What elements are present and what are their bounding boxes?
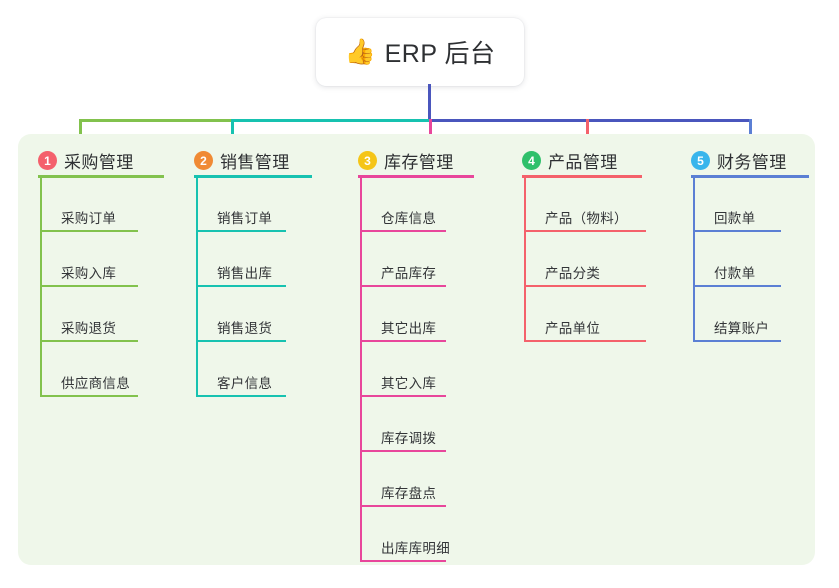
branch-spine bbox=[360, 177, 362, 560]
branch-leaf-label: 产品分类 bbox=[545, 266, 601, 281]
branch-leaf[interactable]: 其它出库 bbox=[358, 314, 484, 342]
branch-leaf-rule bbox=[40, 340, 138, 342]
branch-index-badge: 5 bbox=[691, 151, 710, 170]
drop-connector-4 bbox=[586, 119, 589, 148]
branch-title: 销售管理 bbox=[220, 153, 290, 172]
branch-leaf-label: 销售退货 bbox=[217, 321, 273, 336]
branch-leaf-rule bbox=[360, 340, 446, 342]
branch-heading-2[interactable]: 2 销售管理 bbox=[194, 148, 290, 173]
branch-leaf-label: 采购入库 bbox=[61, 266, 117, 281]
branch-leaf-rule bbox=[196, 285, 286, 287]
branch-title: 财务管理 bbox=[717, 153, 787, 172]
branch-leaf[interactable]: 付款单 bbox=[691, 259, 819, 287]
branch-leaf-label: 其它出库 bbox=[381, 321, 437, 336]
branch-leaf-label: 结算账户 bbox=[714, 321, 770, 336]
branch-index-badge: 1 bbox=[38, 151, 57, 170]
branch-leaf-label: 库存调拨 bbox=[381, 431, 437, 446]
branch-leaf-label: 销售出库 bbox=[217, 266, 273, 281]
branch-leaf-label: 销售订单 bbox=[217, 211, 273, 226]
branch-leaf[interactable]: 销售订单 bbox=[194, 204, 324, 232]
drop-connector-2 bbox=[231, 119, 234, 148]
branch-leaf-rule bbox=[360, 230, 446, 232]
branch-leaf-rule bbox=[40, 285, 138, 287]
branch-leaf-rule bbox=[360, 505, 446, 507]
branch-leaf-label: 采购退货 bbox=[61, 321, 117, 336]
branch-leaf-label: 供应商信息 bbox=[61, 376, 130, 391]
branch-underline bbox=[38, 175, 164, 178]
branch-leaf[interactable]: 采购退货 bbox=[38, 314, 176, 342]
branch-underline bbox=[691, 175, 809, 178]
branch-spine bbox=[524, 177, 526, 340]
root-stem-connector bbox=[428, 84, 431, 122]
branch-leaf-rule bbox=[524, 285, 646, 287]
branch-leaf-rule bbox=[693, 340, 781, 342]
branch-leaf[interactable]: 结算账户 bbox=[691, 314, 819, 342]
branch-leaf-label: 采购订单 bbox=[61, 211, 117, 226]
drop-connector-5 bbox=[749, 119, 752, 148]
branch-leaf-rule bbox=[524, 230, 646, 232]
branch-spine bbox=[693, 177, 695, 340]
branch-index-badge: 4 bbox=[522, 151, 541, 170]
branch-leaf-label: 产品（物料） bbox=[545, 211, 628, 226]
branch-leaf-rule bbox=[196, 395, 286, 397]
bus-segment-3 bbox=[429, 119, 751, 122]
branch-leaf[interactable]: 产品单位 bbox=[522, 314, 684, 342]
branch-underline bbox=[194, 175, 312, 178]
branch-leaf[interactable]: 其它入库 bbox=[358, 369, 484, 397]
bus-segment-1 bbox=[79, 119, 233, 122]
branch-leaf[interactable]: 供应商信息 bbox=[38, 369, 176, 397]
branch-index-badge: 3 bbox=[358, 151, 377, 170]
branch-heading-5[interactable]: 5 财务管理 bbox=[691, 148, 787, 173]
branch-leaf-label: 出库库明细 bbox=[381, 541, 450, 556]
branch-heading-1[interactable]: 1 采购管理 bbox=[38, 148, 134, 173]
drop-connector-3 bbox=[429, 119, 432, 148]
branch-leaf[interactable]: 客户信息 bbox=[194, 369, 324, 397]
branch-title: 库存管理 bbox=[384, 153, 454, 172]
branch-leaf[interactable]: 采购入库 bbox=[38, 259, 176, 287]
branch-index-badge: 2 bbox=[194, 151, 213, 170]
branch-leaf[interactable]: 销售退货 bbox=[194, 314, 324, 342]
thumbs-up-icon: 👍 bbox=[344, 37, 376, 66]
branch-leaf-label: 产品单位 bbox=[545, 321, 601, 336]
branch-leaf[interactable]: 出库库明细 bbox=[358, 534, 484, 562]
branch-leaf-rule bbox=[524, 340, 646, 342]
branch-leaf-rule bbox=[693, 285, 781, 287]
branch-leaf-rule bbox=[360, 560, 446, 562]
branch-leaf-rule bbox=[360, 395, 446, 397]
bus-segment-2 bbox=[231, 119, 431, 122]
branch-leaf[interactable]: 库存盘点 bbox=[358, 479, 484, 507]
root-node[interactable]: 👍 ERP 后台 bbox=[316, 18, 524, 86]
branch-title: 产品管理 bbox=[548, 153, 618, 172]
branch-heading-4[interactable]: 4 产品管理 bbox=[522, 148, 618, 173]
branch-leaf[interactable]: 产品分类 bbox=[522, 259, 684, 287]
branch-leaf-label: 付款单 bbox=[714, 266, 756, 281]
branch-leaf-rule bbox=[693, 230, 781, 232]
branch-leaf[interactable]: 回款单 bbox=[691, 204, 819, 232]
branch-title: 采购管理 bbox=[64, 153, 134, 172]
branch-leaf-label: 回款单 bbox=[714, 211, 756, 226]
branch-underline bbox=[522, 175, 642, 178]
branch-leaf-rule bbox=[196, 230, 286, 232]
branch-leaf-label: 产品库存 bbox=[381, 266, 437, 281]
drop-connector-1 bbox=[79, 119, 82, 148]
branch-leaf[interactable]: 销售出库 bbox=[194, 259, 324, 287]
branch-leaf-label: 其它入库 bbox=[381, 376, 437, 391]
branch-leaf-rule bbox=[40, 395, 138, 397]
branch-leaf-rule bbox=[360, 285, 446, 287]
branch-leaf[interactable]: 采购订单 bbox=[38, 204, 176, 232]
branch-leaf-rule bbox=[360, 450, 446, 452]
branch-leaf-rule bbox=[40, 230, 138, 232]
branch-leaf-label: 客户信息 bbox=[217, 376, 273, 391]
root-title: ERP 后台 bbox=[384, 40, 496, 68]
branch-leaf-label: 仓库信息 bbox=[381, 211, 437, 226]
branch-underline bbox=[358, 175, 474, 178]
branch-leaf[interactable]: 产品库存 bbox=[358, 259, 484, 287]
branch-leaf-rule bbox=[196, 340, 286, 342]
branch-heading-3[interactable]: 3 库存管理 bbox=[358, 148, 454, 173]
branch-panel: 1 采购管理采购订单采购入库采购退货供应商信息 2 销售管理销售订单销售出库销售退货客… bbox=[18, 134, 815, 565]
branch-leaf[interactable]: 产品（物料） bbox=[522, 204, 684, 232]
branch-leaf-label: 库存盘点 bbox=[381, 486, 437, 501]
branch-leaf[interactable]: 仓库信息 bbox=[358, 204, 484, 232]
branch-leaf[interactable]: 库存调拨 bbox=[358, 424, 484, 452]
